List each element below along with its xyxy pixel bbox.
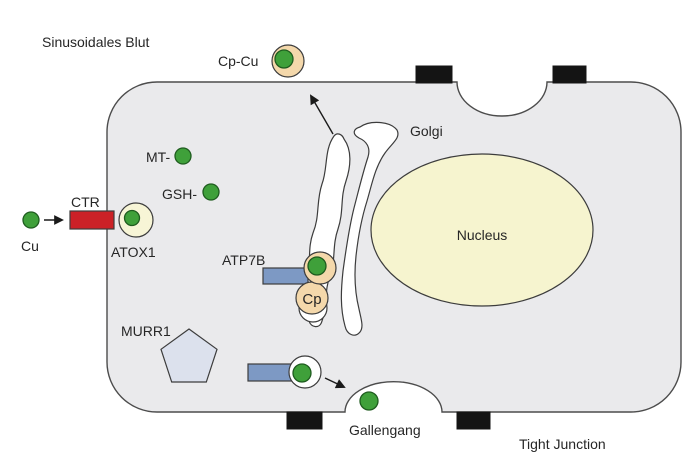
copper-ion-golgi (307, 256, 327, 276)
golgi-label: Golgi (410, 123, 443, 139)
cp-cu-label: Cp-Cu (218, 53, 258, 69)
tight-junction-marker-top-left (415, 65, 453, 84)
gsh-label: GSH- (162, 186, 197, 202)
cp-carrier-label: Cp (302, 291, 321, 308)
murr1-label: MURR1 (121, 323, 171, 339)
ctr-transporter (69, 210, 115, 230)
copper-ion-mt (174, 147, 192, 165)
copper-ion-extracellular (22, 211, 40, 229)
cu-label: Cu (21, 238, 39, 254)
sinusoidal-blood-label: Sinusoidales Blut (42, 34, 150, 50)
nucleus-label: Nucleus (457, 227, 508, 243)
golgi-cisterna-right-icon (340, 121, 399, 336)
ctr-label: CTR (71, 194, 100, 210)
gallengang-label: Gallengang (349, 422, 421, 438)
atox1-label: ATOX1 (111, 244, 156, 260)
nucleus (370, 153, 594, 307)
atp7b-transporter (262, 267, 309, 285)
copper-ion-bile (359, 391, 379, 411)
mt-label: MT- (146, 149, 170, 165)
tight-junction-marker-bottom-left (286, 411, 323, 430)
tight-junction-marker-top-right (552, 65, 587, 84)
tight-junction-marker-bottom-right (456, 411, 491, 430)
copper-ion-excretion (292, 363, 312, 383)
bile-excretion-arrow (324, 377, 346, 389)
copper-ion-cp-cu (274, 49, 294, 69)
copper-ion-atox1 (123, 209, 141, 227)
canalicular-transporter (247, 363, 293, 382)
murr1-pentagon-icon (160, 328, 218, 383)
secretion-arrow (310, 94, 334, 135)
tight-junction-label: Tight Junction (519, 436, 606, 452)
atp7b-label: ATP7B (222, 252, 265, 268)
copper-ion-gsh (202, 183, 220, 201)
